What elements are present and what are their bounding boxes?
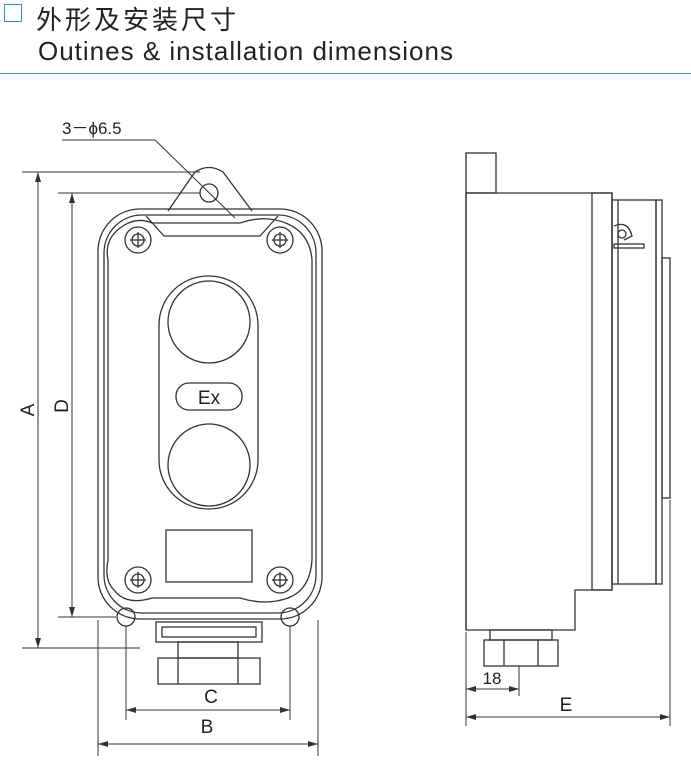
cable-gland-nut	[157, 657, 261, 685]
side-button-cap	[655, 199, 663, 585]
ex-badge-label: Ex	[198, 388, 221, 409]
header-divider	[0, 73, 691, 74]
cable-gland-slot	[161, 626, 257, 638]
dimension-d-label: D	[52, 399, 73, 413]
side-gland-flange	[489, 629, 553, 641]
push-button-top	[167, 280, 251, 364]
side-top-lug	[465, 152, 497, 194]
corner-screw-tl	[124, 226, 152, 254]
arrowheads	[35, 172, 670, 747]
cable-gland-neck	[177, 641, 239, 659]
title-english: Outines & installation dimensions	[38, 36, 454, 66]
ex-badge	[175, 382, 243, 411]
push-button-bottom	[167, 423, 251, 507]
button-panel	[158, 275, 259, 510]
checkbox-icon	[4, 4, 22, 22]
side-button-face	[661, 257, 671, 499]
front-dimensions	[22, 139, 319, 756]
dimension-18-label: 18	[483, 669, 502, 688]
outer-body-inner	[103, 214, 317, 614]
cable-gland-flange	[155, 621, 263, 643]
side-screw-detail	[613, 223, 633, 241]
side-view	[465, 152, 671, 667]
side-dimensions	[465, 500, 671, 726]
corner-screw-tr	[266, 226, 294, 254]
side-gland-nut	[483, 639, 559, 667]
corner-screw-bl	[124, 566, 152, 594]
lid-gasket	[106, 218, 313, 603]
hole-spec-label: 3－ϕ6.5	[62, 119, 122, 138]
lid-top-notch	[145, 215, 279, 237]
side-lid-edge	[591, 192, 613, 591]
corner-screw-br	[266, 566, 294, 594]
front-view	[97, 166, 323, 685]
outer-body	[97, 208, 323, 620]
dimension-c-label: C	[204, 687, 218, 708]
nameplate	[165, 529, 253, 583]
dimension-e-label: E	[560, 695, 573, 716]
dimension-b-label: B	[201, 717, 214, 738]
dimension-a-label: A	[18, 403, 39, 416]
side-body	[465, 192, 613, 631]
title-chinese: 外形及安装尺寸	[36, 6, 240, 36]
top-lug	[167, 166, 253, 212]
